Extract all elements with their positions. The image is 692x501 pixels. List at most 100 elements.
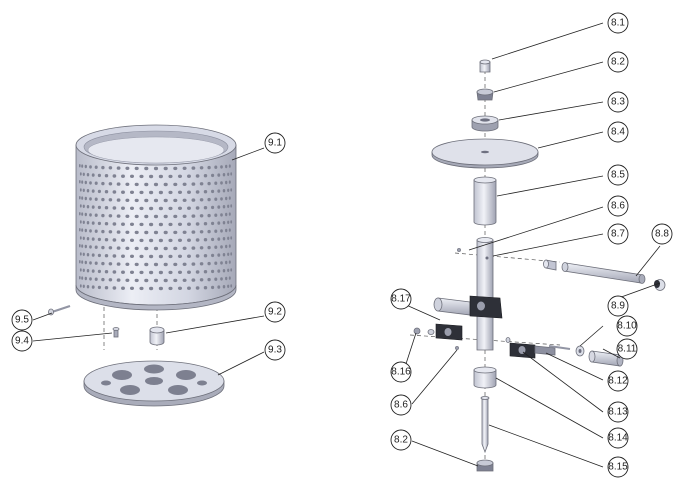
perforation-hole	[203, 190, 208, 194]
perforation-hole	[81, 244, 84, 248]
perforation-hole	[149, 190, 154, 195]
perforation-hole	[214, 261, 218, 265]
perforation-hole	[91, 269, 95, 273]
sleeve-8-14	[473, 366, 497, 389]
perforation-hole	[163, 214, 168, 219]
perforation-hole	[199, 278, 204, 282]
perforation-hole	[158, 190, 163, 195]
perforation-hole	[104, 222, 109, 226]
perforation-hole	[89, 165, 92, 169]
perforation-hole	[191, 246, 196, 250]
perforation-hole	[144, 278, 149, 283]
perforation-hole	[81, 276, 84, 280]
base-plate-9-3	[83, 360, 225, 407]
callout-8-14: 8.14	[607, 427, 629, 449]
perforation-hole	[84, 244, 87, 249]
perforation-hole	[199, 262, 204, 266]
perforation-hole	[211, 237, 215, 242]
perforation-hole	[207, 277, 211, 282]
perforation-hole	[86, 189, 90, 193]
perforation-hole	[173, 262, 178, 267]
perforation-hole	[177, 286, 183, 290]
perforation-hole	[104, 270, 109, 274]
perforation-hole	[108, 198, 113, 202]
perforation-hole	[84, 164, 87, 169]
perforation-hole	[217, 269, 221, 273]
perforation-hole	[144, 230, 149, 235]
callout-8-13-label: 8.13	[608, 407, 628, 418]
callout-8-3: 8.3	[607, 91, 629, 113]
perforation-hole	[222, 173, 226, 177]
perforation-hole	[203, 206, 208, 210]
perforation-hole	[220, 229, 223, 233]
perforation-hole	[217, 221, 221, 225]
perforation-hole	[182, 262, 187, 266]
perforation-hole	[134, 214, 139, 219]
perforation-hole	[168, 238, 173, 243]
perforation-hole	[158, 270, 163, 275]
perforation-hole	[225, 228, 228, 233]
perforation-hole	[91, 173, 95, 177]
perforation-hole	[163, 278, 168, 283]
perforation-hole	[84, 276, 87, 281]
perforation-hole	[84, 260, 87, 265]
perforation-hole	[125, 262, 130, 266]
perforation-hole	[228, 164, 231, 168]
perforation-hole	[222, 269, 226, 273]
perforation-hole	[79, 196, 81, 200]
perforation-hole	[121, 254, 125, 258]
perforation-hole	[91, 205, 95, 209]
perforation-hole	[173, 278, 178, 283]
callout-8-15-label: 8.15	[608, 462, 628, 473]
perforation-hole	[79, 268, 82, 272]
perforation-hole	[121, 238, 125, 242]
perforation-hole	[228, 244, 231, 248]
perforation-hole	[125, 198, 130, 202]
perforation-hole	[149, 286, 154, 291]
perforation-hole	[227, 236, 230, 240]
perforation-hole	[116, 246, 121, 250]
perforation-hole	[191, 198, 196, 202]
perforation-hole	[91, 237, 95, 241]
perforation-hole	[112, 222, 117, 226]
perforation-hole	[108, 230, 113, 234]
perforation-hole	[222, 189, 226, 193]
perforation-hole	[121, 270, 125, 274]
perforation-hole	[144, 166, 149, 171]
perforation-hole	[129, 174, 135, 178]
perforation-hole	[199, 214, 204, 218]
perforation-hole	[108, 262, 113, 266]
perforation-hole	[168, 270, 173, 275]
perforation-hole	[101, 197, 105, 202]
callout-9-5-label: 9.5	[15, 315, 29, 326]
perforation-hole	[134, 230, 139, 235]
perforation-hole	[227, 172, 230, 176]
cap-8-9	[654, 279, 666, 291]
perforation-hole	[86, 173, 90, 177]
callout-8-2-bottom: 8.2	[390, 429, 412, 451]
perforation-hole	[94, 261, 98, 265]
perforation-hole	[228, 180, 231, 184]
perforation-hole	[168, 222, 173, 227]
perforation-hole	[139, 270, 144, 275]
perforation-hole	[214, 277, 218, 281]
perforation-hole	[153, 246, 159, 251]
perforation-hole	[89, 229, 92, 233]
perforation-hole	[220, 197, 223, 201]
collar-8-3	[471, 115, 499, 132]
perforation-hole	[97, 285, 101, 290]
perforation-hole	[195, 190, 200, 194]
perforation-hole	[191, 278, 196, 282]
perforation-hole	[134, 262, 139, 267]
perforation-hole	[79, 228, 81, 232]
perforation-hole	[230, 220, 233, 224]
perforation-hole	[227, 284, 230, 288]
basket-assembly	[48, 124, 237, 407]
perforation-hole	[177, 190, 183, 194]
callout-8-10-label: 8.10	[617, 321, 637, 332]
perforation-hole	[214, 245, 218, 249]
perforation-hole	[112, 206, 117, 210]
perforation-hole	[182, 198, 187, 202]
bracket-8-16	[413, 323, 463, 341]
perforation-hole	[116, 214, 121, 218]
